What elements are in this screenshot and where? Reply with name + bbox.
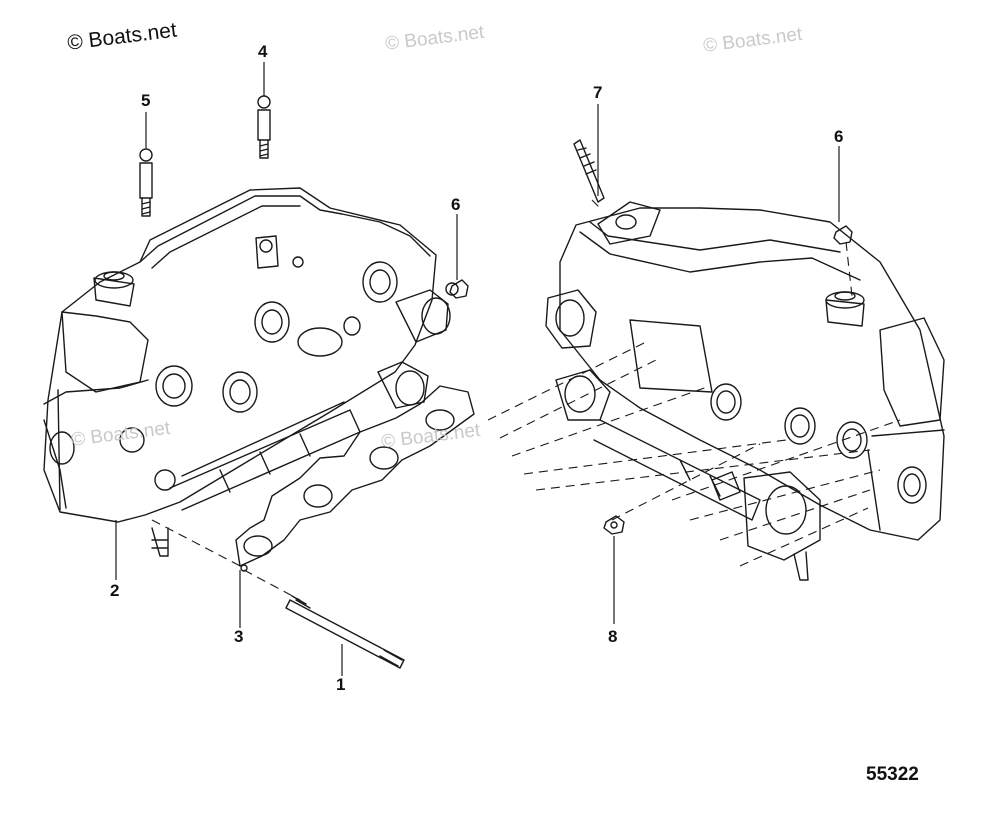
callout-1: 1 — [336, 675, 346, 694]
callout-leaders — [115, 62, 840, 676]
callout-6-right: 6 — [834, 127, 844, 146]
callout-2: 2 — [110, 581, 120, 600]
part-4-stud — [257, 95, 271, 159]
part-7-stud — [573, 139, 605, 203]
assembly-dash-lines — [151, 199, 901, 601]
right-cylinder-head-assembly — [545, 201, 945, 581]
callout-4: 4 — [258, 42, 268, 61]
callout-5: 5 — [141, 91, 151, 110]
figure-id: 55322 — [866, 764, 919, 785]
part-1-stud — [285, 595, 405, 669]
left-manifold-gasket — [235, 385, 475, 572]
callout-8: 8 — [608, 627, 618, 646]
part-6-nut-left — [449, 279, 469, 299]
part-8-nut — [603, 515, 625, 535]
left-cylinder-head-assembly — [43, 187, 459, 557]
callout-6-left: 6 — [451, 195, 461, 214]
part-5-stud — [139, 148, 153, 217]
part-6-nut-right — [833, 225, 853, 245]
callout-7: 7 — [593, 83, 603, 102]
callout-3: 3 — [234, 627, 244, 646]
